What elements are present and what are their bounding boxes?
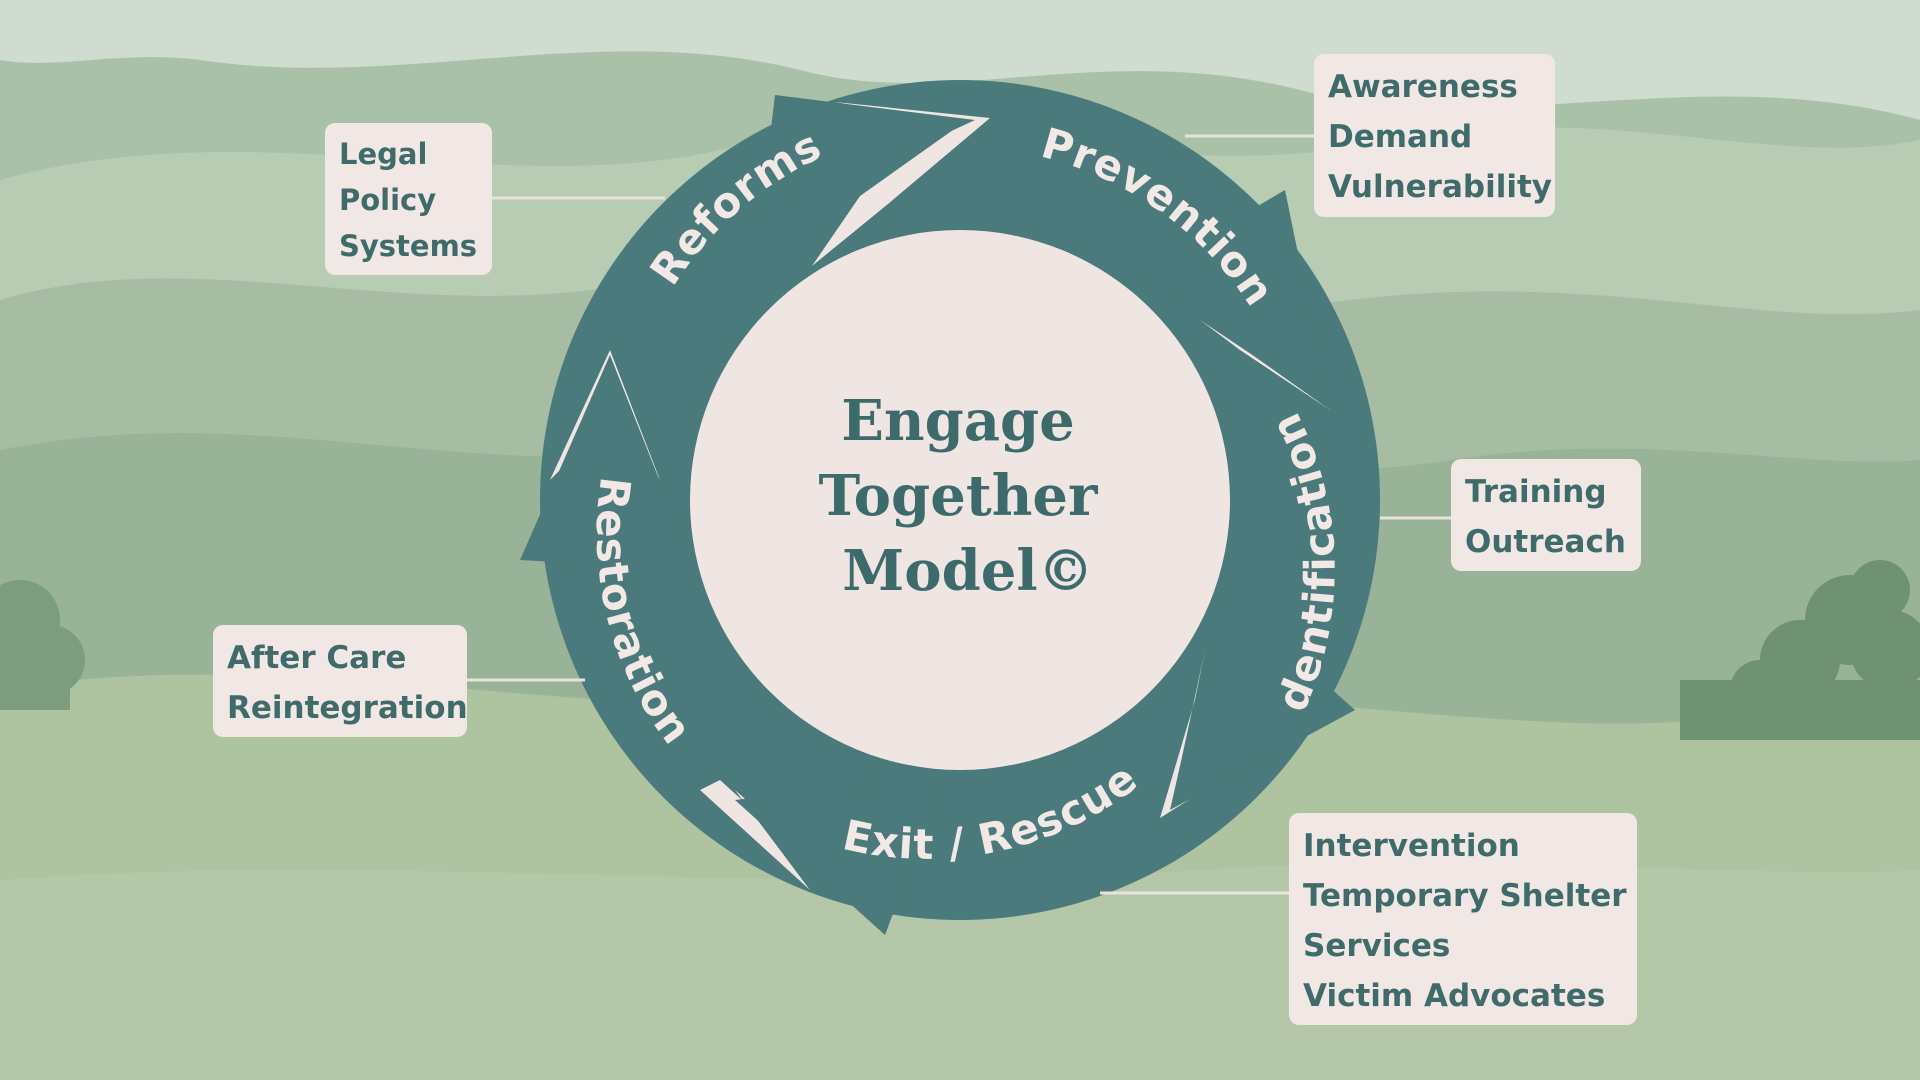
callout-item: Outreach xyxy=(1465,524,1626,560)
cycle-ring xyxy=(520,80,1380,935)
connector-lines xyxy=(467,134,1451,895)
tree-cluster xyxy=(1680,560,1920,740)
center-title-line-3: Model© xyxy=(842,538,1093,604)
callout-item: Policy xyxy=(339,183,437,217)
arrow-separator xyxy=(700,780,830,890)
callout-exit-rescue: Intervention Temporary Shelter Services … xyxy=(1289,813,1637,1025)
callout-reforms: Legal Policy Systems xyxy=(325,123,492,275)
callout-item: Training xyxy=(1465,474,1607,510)
callout-item: Awareness xyxy=(1328,69,1518,105)
callout-item: Vulnerability xyxy=(1328,169,1552,205)
center-title: Engage Together Model© xyxy=(818,388,1099,604)
callout-prevention: Awareness Demand Vulnerability xyxy=(1314,54,1555,217)
callout-restoration: After Care Reintegration xyxy=(213,625,468,737)
callout-item: Victim Advocates xyxy=(1303,978,1606,1014)
arrow-head-prevention xyxy=(1140,190,1330,410)
callout-item: After Care xyxy=(227,640,407,676)
arrow-head-reforms xyxy=(760,95,975,220)
callout-identification: Training Outreach xyxy=(1451,459,1641,571)
arrow-head-identification xyxy=(1170,590,1355,810)
arrow-separator xyxy=(812,102,990,266)
arrow-head-exit xyxy=(735,775,945,935)
callout-item: Demand xyxy=(1328,119,1473,155)
callout-item: Intervention xyxy=(1303,828,1520,864)
center-title-line-1: Engage xyxy=(841,388,1075,454)
center-disc xyxy=(690,230,1230,770)
tree-cluster xyxy=(0,580,85,710)
callout-item: Services xyxy=(1303,928,1451,964)
callout-item: Systems xyxy=(339,229,478,263)
arrow-head-restoration xyxy=(520,355,695,570)
center-title-line-2: Together xyxy=(818,463,1099,529)
callout-item: Temporary Shelter xyxy=(1303,878,1627,914)
callout-item: Reintegration xyxy=(227,690,468,726)
callout-item: Legal xyxy=(339,137,428,171)
